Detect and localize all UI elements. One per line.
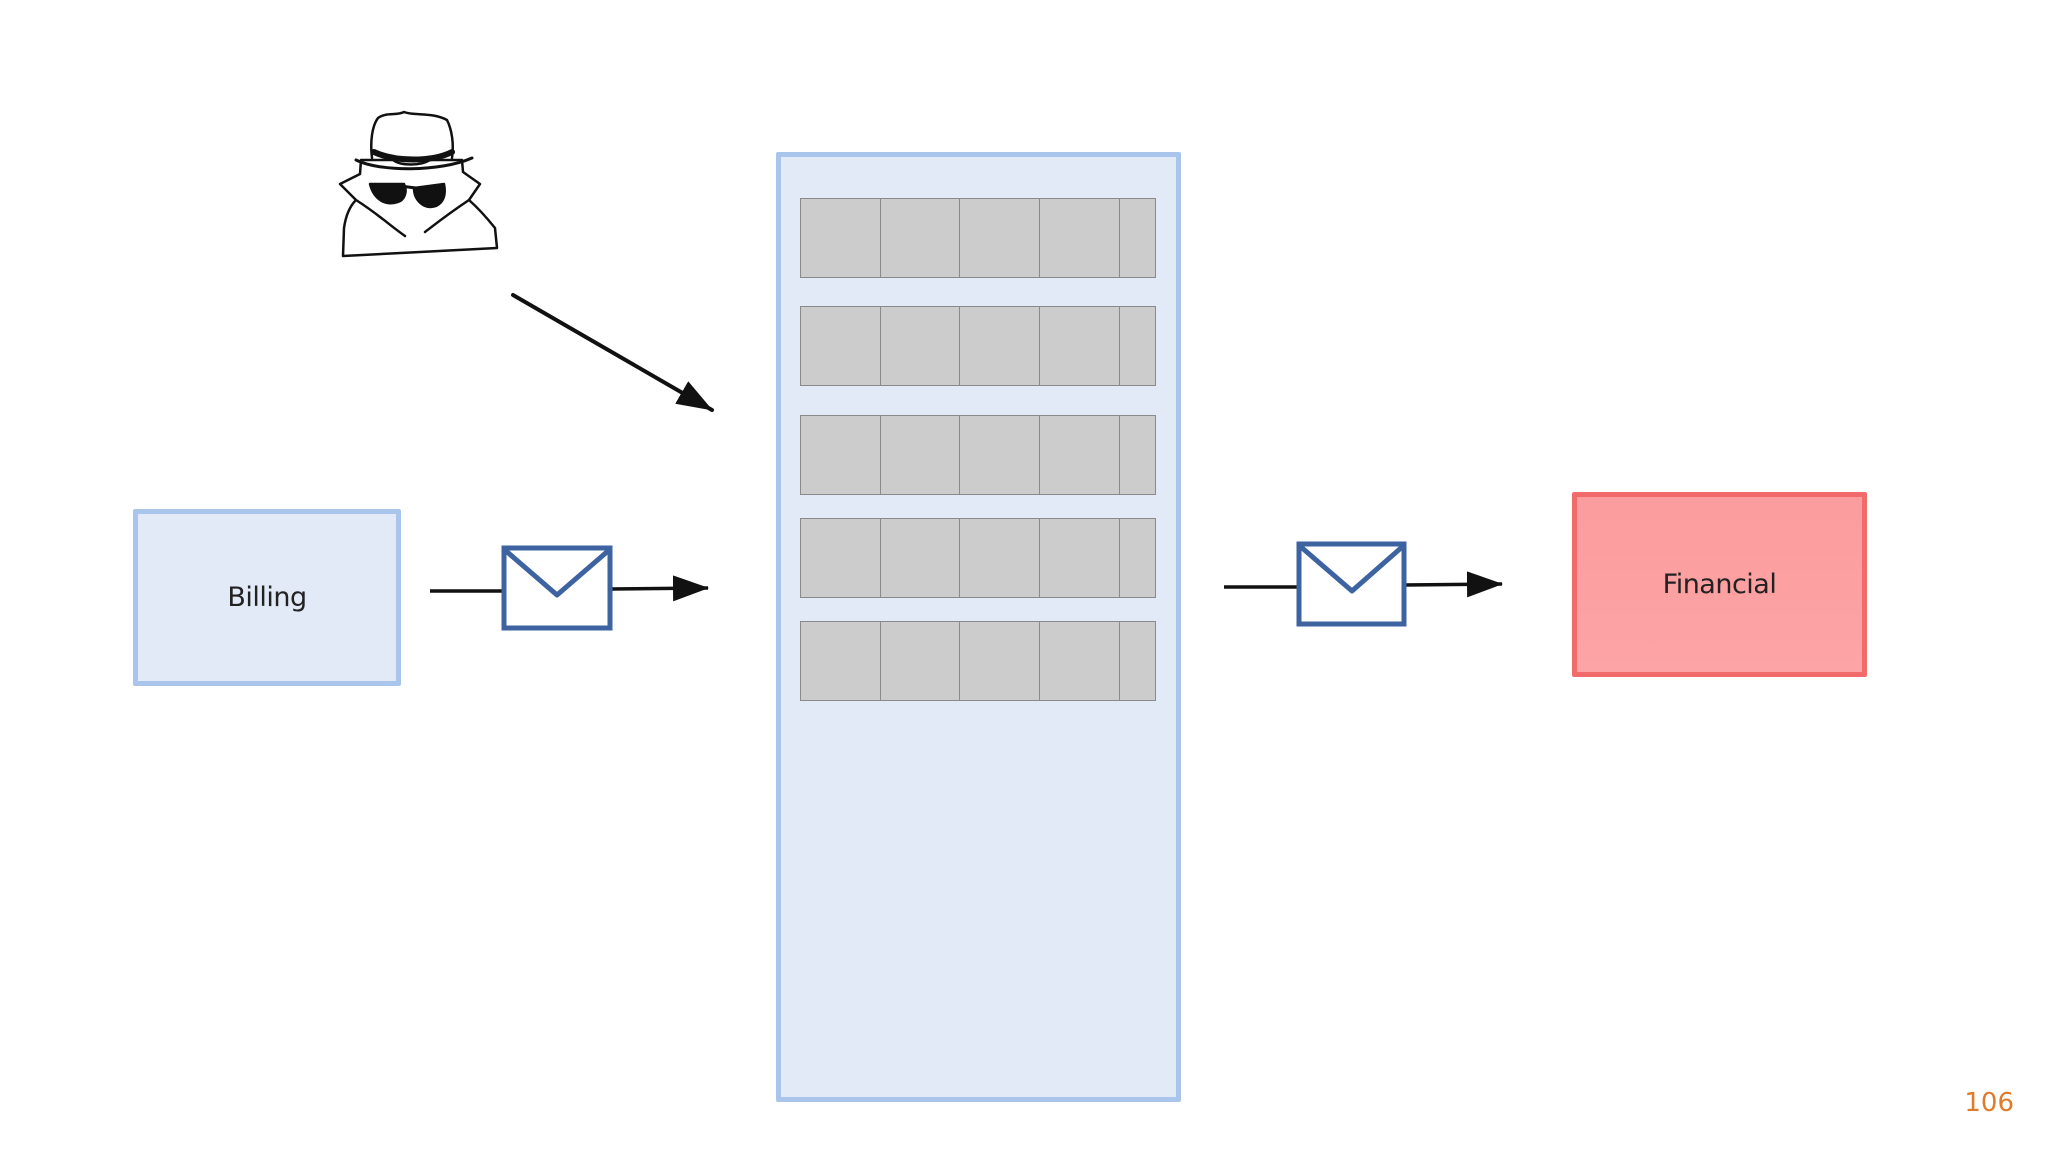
queue-message-cell — [1040, 622, 1120, 700]
queue-message-cell — [1040, 416, 1120, 494]
queue-message-cell — [1120, 622, 1155, 700]
queue-message-row — [800, 518, 1156, 598]
queue-message-row — [800, 621, 1156, 701]
queue-message-cell — [881, 416, 960, 494]
queue-message-row — [800, 198, 1156, 278]
queue-message-cell — [801, 199, 881, 277]
billing-label: Billing — [227, 582, 307, 613]
financial-label: Financial — [1662, 569, 1777, 600]
queue-message-cell — [801, 307, 881, 385]
queue-message-cell — [1040, 519, 1120, 597]
queue-message-cell — [960, 519, 1040, 597]
queue-message-cell — [1040, 199, 1120, 277]
queue-message-cell — [801, 519, 881, 597]
queue-to-financial-arrow — [1403, 571, 1503, 598]
queue-message-cell — [801, 622, 881, 700]
queue-message-cell — [960, 622, 1040, 700]
envelope-icon — [1296, 541, 1407, 627]
queue-message-row — [800, 306, 1156, 386]
billing-to-queue-arrow — [609, 575, 709, 602]
queue-message-cell — [960, 416, 1040, 494]
billing-node: Billing — [133, 509, 401, 686]
envelope-icon — [501, 545, 613, 631]
queue-message-cell — [881, 519, 960, 597]
page-number: 106 — [1964, 1088, 2014, 1118]
spy-incognito-icon — [338, 110, 499, 258]
queue-message-cell — [1120, 199, 1155, 277]
queue-message-cell — [1120, 519, 1155, 597]
queue-message-row — [800, 415, 1156, 495]
queue-message-cell — [1120, 416, 1155, 494]
queue-message-cell — [960, 199, 1040, 277]
queue-message-cell — [881, 199, 960, 277]
financial-node: Financial — [1572, 492, 1867, 677]
queue-message-cell — [881, 307, 960, 385]
queue-message-cell — [801, 416, 881, 494]
attacker-to-queue-arrow — [511, 293, 714, 412]
queue-message-cell — [881, 622, 960, 700]
queue-message-cell — [1040, 307, 1120, 385]
queue-message-cell — [960, 307, 1040, 385]
queue-message-cell — [1120, 307, 1155, 385]
